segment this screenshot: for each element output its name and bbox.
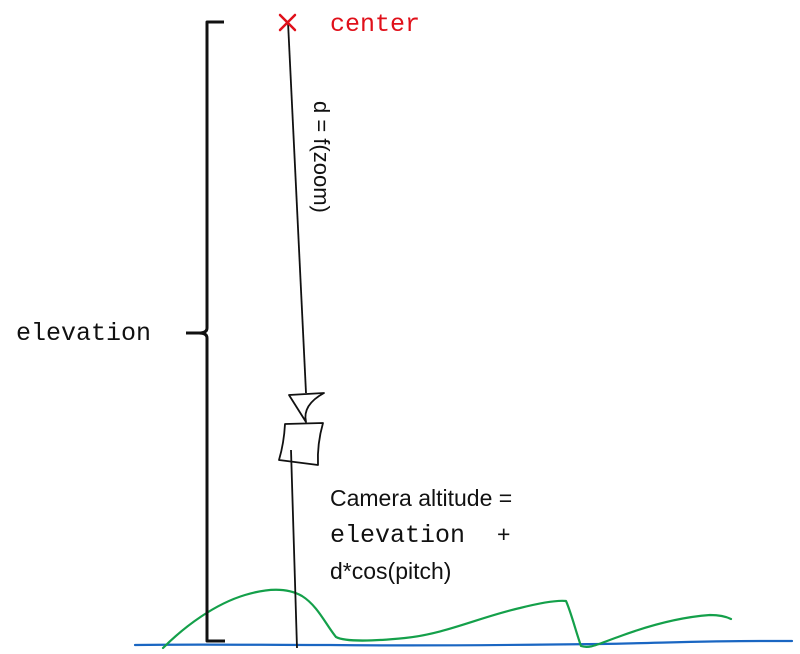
elevation-label: elevation <box>16 319 151 348</box>
distance-arrowhead <box>288 392 325 423</box>
altitude-formula-elevation: elevation <box>330 521 465 550</box>
altitude-line <box>290 449 298 649</box>
camera-icon <box>278 422 324 466</box>
x-mark-icon <box>278 13 297 32</box>
altitude-formula-line1: Camera altitude = <box>330 485 512 511</box>
altitude-formula-line3: d*cos(pitch) <box>330 558 451 584</box>
ground-line <box>133 639 794 647</box>
elevation-brace <box>186 20 225 643</box>
altitude-formula-plus: + <box>497 521 510 547</box>
terrain-profile <box>161 588 733 650</box>
distance-label: d = f(zoom) <box>309 101 334 213</box>
distance-line <box>287 21 307 394</box>
center-label: center <box>330 10 420 39</box>
